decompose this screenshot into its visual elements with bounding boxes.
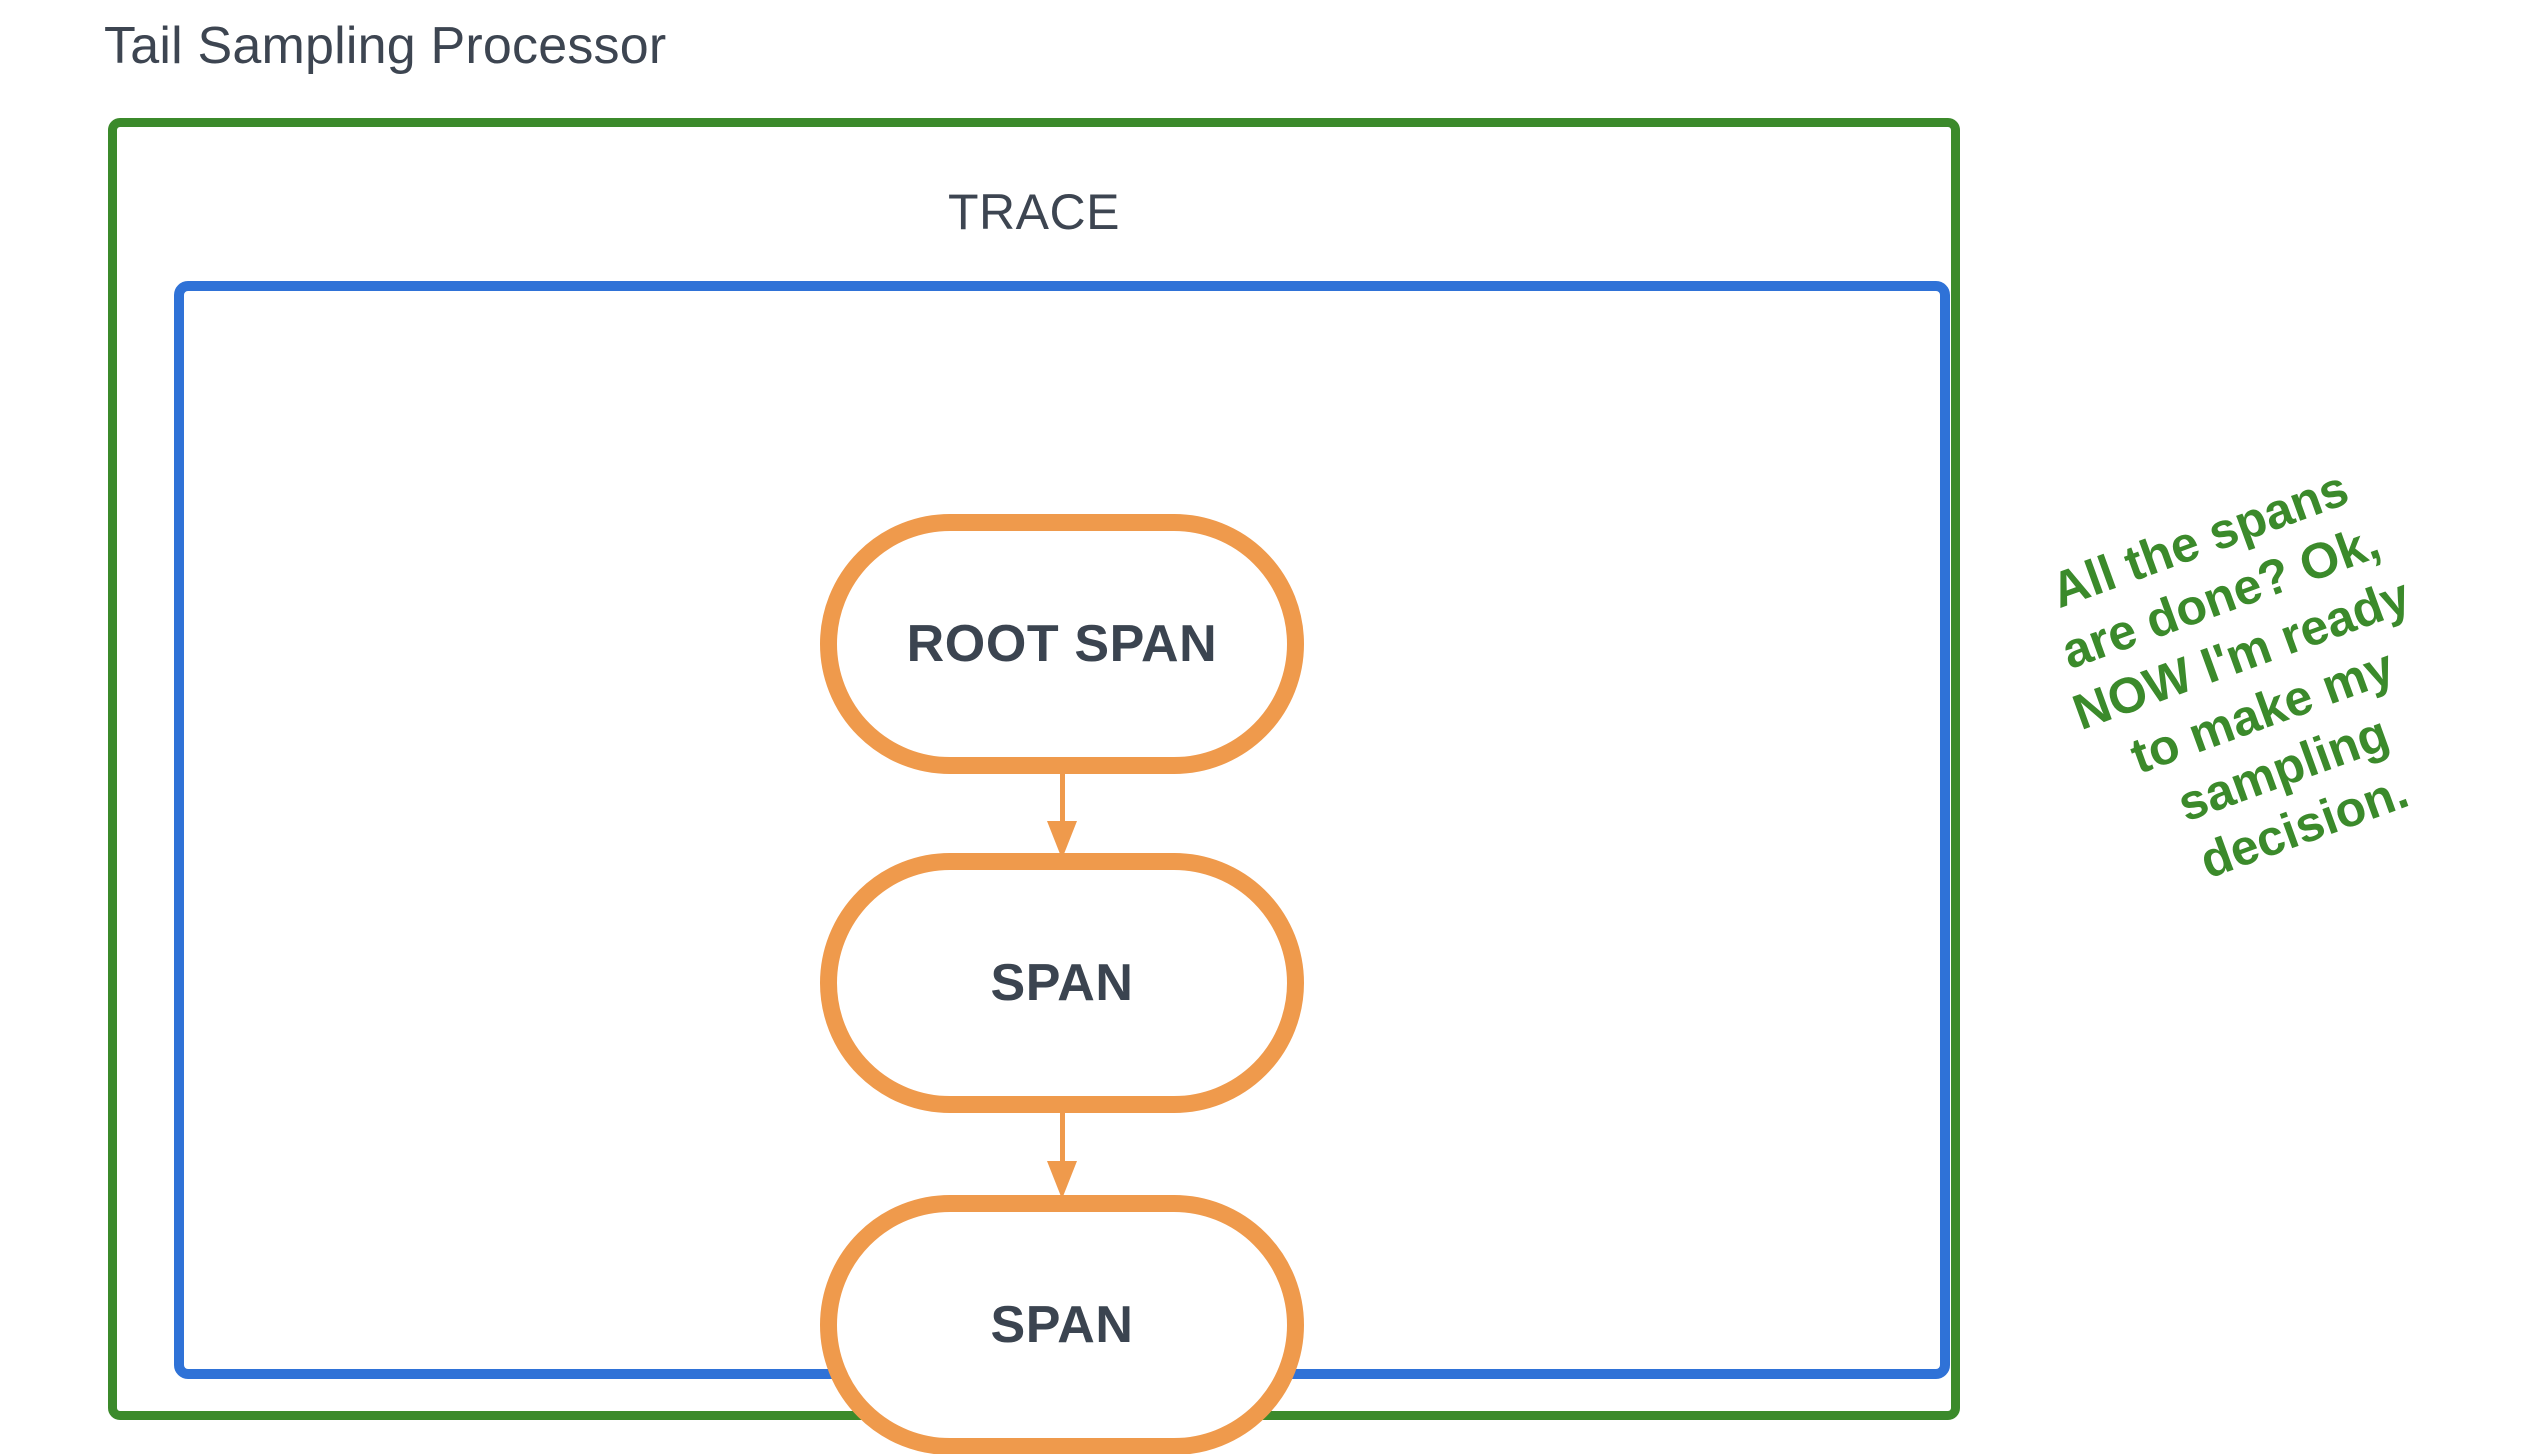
arrow-head [1047, 821, 1077, 859]
annotation-note: All the spans are done? Ok, NOW I'm read… [1973, 432, 2530, 933]
trace-box: ROOT SPAN SPAN SPAN [174, 281, 1950, 1454]
span-node-child-2[interactable]: SPAN [820, 1195, 1304, 1454]
arrow-root-to-span-icon [1039, 773, 1085, 859]
span-node-label: ROOT SPAN [906, 615, 1218, 673]
page-title: Tail Sampling Processor [104, 17, 667, 75]
tail-sampling-processor-box: TRACE ROOT SPAN SPAN SPAN [108, 118, 1960, 1454]
span-node-root[interactable]: ROOT SPAN [820, 514, 1304, 774]
arrow-stem [1060, 773, 1065, 825]
arrow-stem [1060, 1113, 1065, 1165]
span-node-child-1[interactable]: SPAN [820, 853, 1304, 1113]
span-node-label: SPAN [990, 954, 1134, 1012]
trace-label: TRACE [948, 184, 1120, 240]
span-node-label: SPAN [990, 1296, 1134, 1354]
arrow-head [1047, 1161, 1077, 1199]
arrow-span-to-span-icon [1039, 1113, 1085, 1199]
